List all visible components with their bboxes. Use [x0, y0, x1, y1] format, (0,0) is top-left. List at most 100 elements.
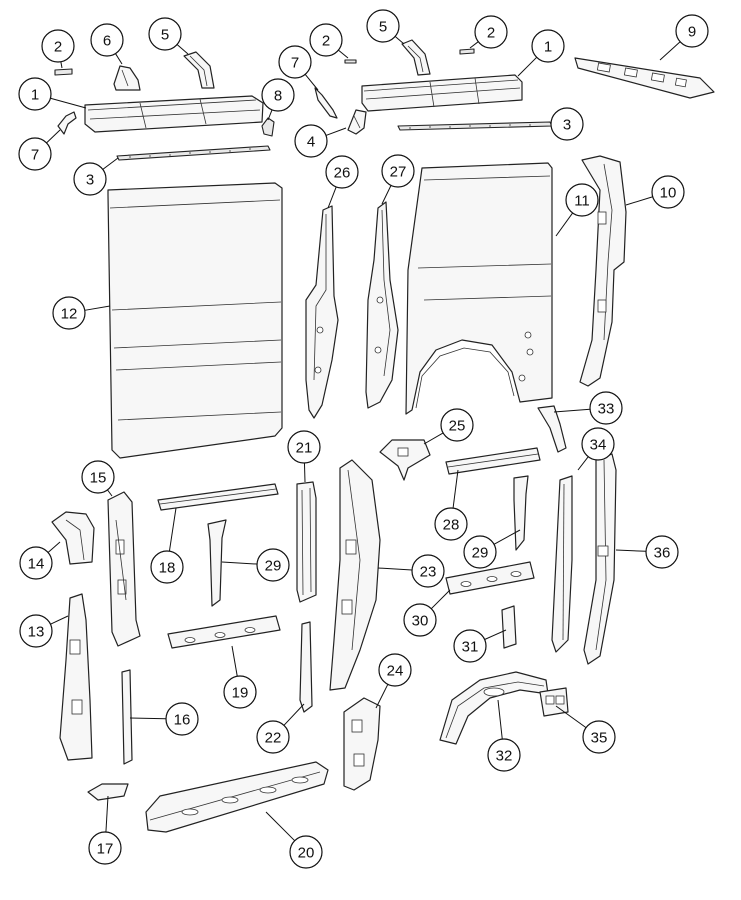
leader-line: [231, 645, 238, 677]
callout-circle: [645, 535, 679, 569]
bracket-33: [537, 405, 567, 453]
leader-line: [129, 717, 167, 720]
callout-number: 5: [379, 19, 387, 36]
roof-bow-right: [397, 121, 553, 131]
pillar-16: [121, 669, 133, 765]
crossmember-18: [157, 483, 279, 511]
callout-number: 29: [472, 545, 489, 562]
callout-number: 23: [420, 564, 437, 581]
leader-line: [115, 53, 123, 65]
callout-circle: [150, 550, 184, 584]
leader-line: [267, 109, 273, 121]
callout-9: 9: [659, 14, 709, 61]
callout-circle: [463, 535, 497, 569]
leader-line: [168, 507, 177, 552]
callout-number: 8: [274, 88, 282, 105]
callout-circle: [550, 107, 584, 141]
callout-8: 8: [261, 78, 295, 121]
roof-panel-right: [361, 74, 523, 112]
callout-26: 26: [325, 155, 359, 209]
bracket-4: [347, 109, 367, 135]
callout-circle: [278, 45, 312, 79]
callout-19: 19: [223, 645, 257, 709]
callout-circle: [651, 175, 685, 209]
leader-line: [283, 703, 305, 726]
bracket-25: [379, 439, 431, 481]
callout-number: 28: [443, 517, 460, 534]
callout-number: 34: [590, 437, 607, 454]
leader-line: [325, 127, 347, 136]
callout-18: 18: [150, 507, 184, 584]
callout-circle: [474, 15, 508, 49]
roof-rail-rear: [574, 57, 715, 99]
sill-20: [145, 761, 329, 833]
leader-line: [484, 629, 507, 640]
callout-number: 26: [334, 165, 351, 182]
callout-1: 1: [517, 29, 565, 77]
bracket-31: [501, 605, 517, 649]
leader-line: [50, 97, 87, 109]
leader-line: [517, 56, 538, 77]
leader-line: [625, 196, 653, 206]
leader-line: [176, 44, 189, 55]
callout-circle: [287, 430, 321, 464]
callout-7: 7: [278, 45, 319, 91]
callout-31: 31: [453, 629, 507, 663]
trim-7-mid: [314, 87, 338, 119]
callout-number: 30: [412, 613, 429, 630]
bracket-5-right: [401, 39, 431, 76]
roof-panel-left: [84, 95, 264, 133]
pillar-15: [107, 491, 141, 647]
callout-circle: [378, 653, 412, 687]
leader-line: [497, 699, 503, 740]
callout-number: 9: [688, 24, 696, 41]
pillar-29-right: [513, 475, 529, 551]
callout-circle: [289, 835, 323, 869]
callout-number: 3: [563, 117, 571, 134]
callout-circle: [325, 155, 359, 189]
callout-10: 10: [625, 175, 685, 209]
leader-line: [46, 129, 61, 144]
callout-circle: [165, 702, 199, 736]
callout-circle: [73, 162, 107, 196]
callout-number: 10: [660, 185, 677, 202]
callout-number: 35: [591, 730, 608, 747]
callout-circle: [487, 738, 521, 772]
callout-number: 17: [97, 841, 114, 858]
leader-line: [430, 589, 451, 610]
trim-7-left: [57, 111, 77, 135]
callout-number: 5: [161, 27, 169, 44]
callout-number: 2: [487, 25, 495, 42]
leader-line: [107, 489, 113, 497]
callout-circle: [581, 427, 615, 461]
callout-number: 16: [174, 712, 191, 729]
callout-circle: [453, 629, 487, 663]
leader-line: [102, 157, 119, 170]
callout-2: 2: [469, 15, 508, 49]
callout-21: 21: [287, 430, 321, 483]
callout-circle: [675, 14, 709, 48]
callout-circle: [366, 9, 400, 43]
leader-line: [555, 212, 574, 237]
callout-number: 22: [265, 730, 282, 747]
callout-30: 30: [403, 589, 451, 637]
callout-2: 2: [309, 23, 349, 59]
callout-circle: [148, 17, 182, 51]
callout-3: 3: [550, 107, 584, 141]
callout-circle: [52, 296, 86, 330]
pillar-21: [296, 481, 317, 603]
crossmember-19: [167, 615, 281, 649]
callout-number: 21: [296, 440, 313, 457]
callout-12: 12: [52, 296, 111, 330]
leader-line: [375, 684, 389, 709]
callout-circle: [90, 23, 124, 57]
callout-number: 24: [387, 663, 404, 680]
callout-circle: [81, 460, 115, 494]
callout-circle: [565, 183, 599, 217]
callout-circle: [403, 603, 437, 637]
leader-line: [659, 41, 681, 61]
callout-29: 29: [463, 529, 521, 569]
callout-circle: [18, 137, 52, 171]
